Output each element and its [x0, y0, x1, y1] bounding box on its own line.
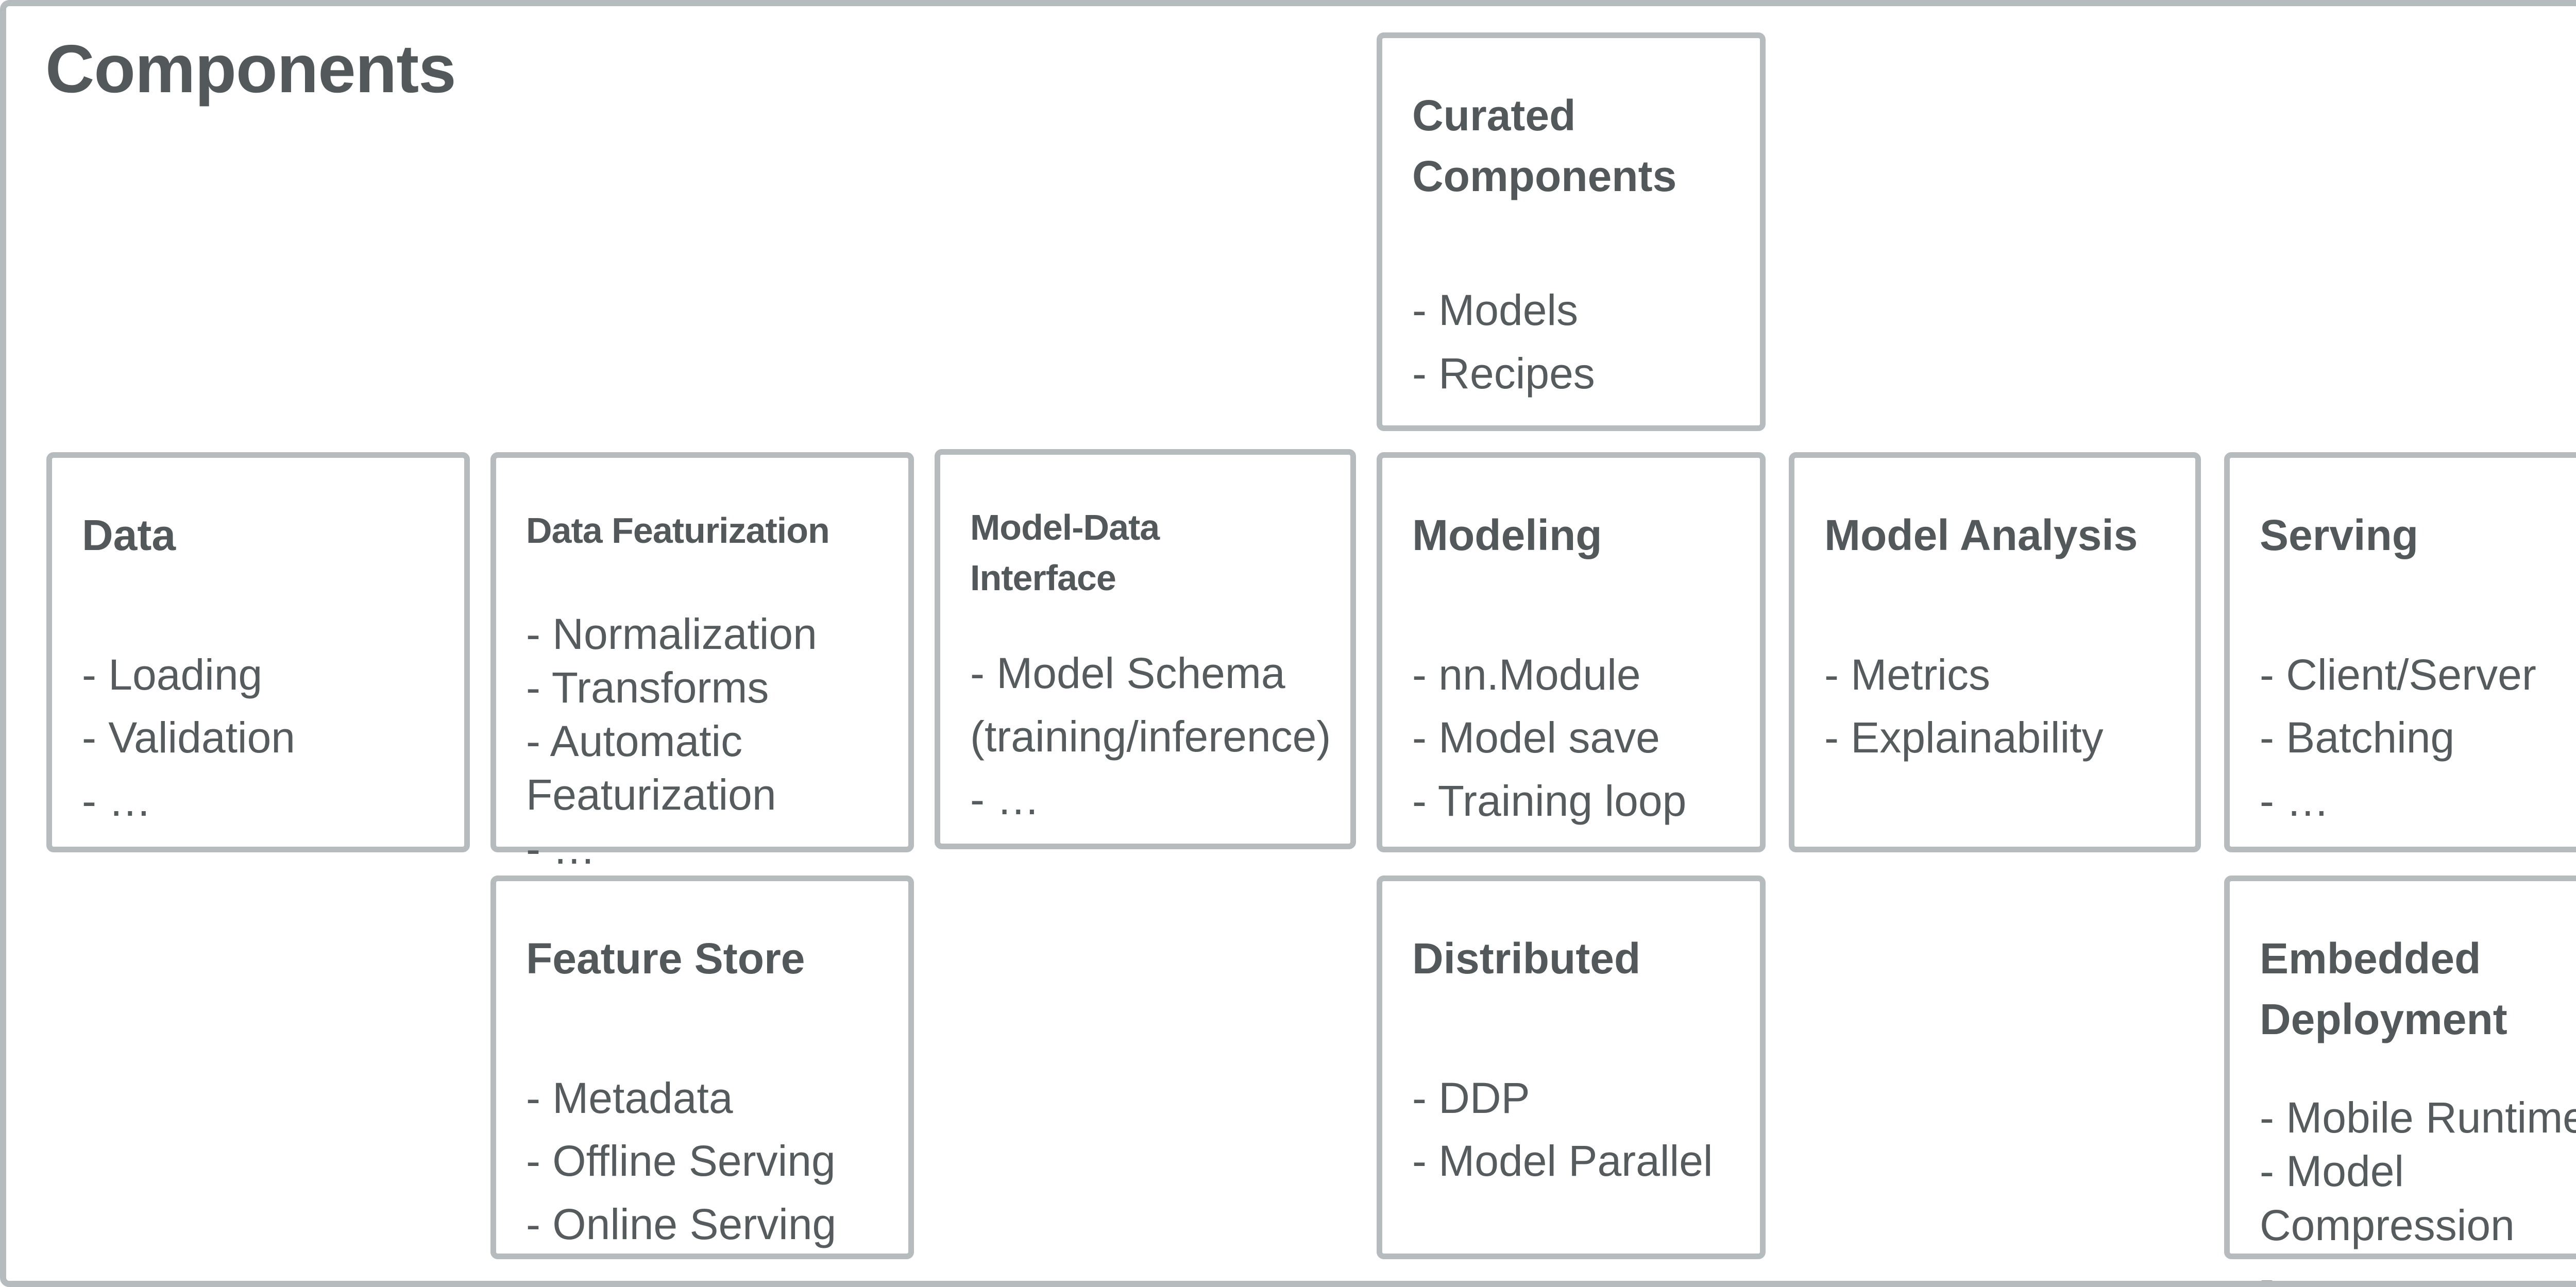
box-heading-model-analysis: Model Analysis — [1824, 511, 2138, 559]
diagram-title: Components — [45, 31, 456, 107]
box-items-model-data-interface: - Model Schema(training/inference)- … — [970, 649, 1331, 824]
box-items-curated-components: - Models- Recipes — [1412, 286, 1595, 398]
box-heading-distributed: Distributed — [1412, 934, 1641, 983]
box-items-distributed: - DDP- Model Parallel — [1412, 1073, 1713, 1186]
box-items-serving: - Client/Server- Batching- … — [2260, 650, 2536, 825]
box-heading-modeling: Modeling — [1412, 511, 1602, 559]
box-items-data: - Loading- Validation- … — [82, 650, 296, 825]
box-items-feature-store: - Metadata- Offline Serving- Online Serv… — [526, 1073, 837, 1248]
box-items-modeling: - nn.Module- Model save- Training loop — [1412, 650, 1687, 825]
box-data: Data - Loading- Validation- … — [46, 452, 470, 852]
box-data-featurization: Data Featurization - Normalization- Tran… — [490, 452, 914, 873]
box-items-model-analysis: - Metrics- Explainability — [1824, 650, 2104, 762]
box-heading-data-featurization: Data Featurization — [526, 510, 830, 551]
box-serving: Serving - Client/Server- Batching- … — [2224, 452, 2576, 852]
box-heading-data: Data — [82, 511, 176, 559]
box-model-analysis: Model Analysis - Metrics- Explainability — [1789, 452, 2201, 852]
box-distributed: Distributed - DDP- Model Parallel — [1377, 876, 1766, 1259]
box-heading-feature-store: Feature Store — [526, 934, 805, 983]
box-modeling: Modeling - nn.Module- Model save- Traini… — [1377, 452, 1766, 852]
box-heading-serving: Serving — [2260, 511, 2419, 559]
box-feature-store: Feature Store - Metadata- Offline Servin… — [490, 876, 914, 1259]
